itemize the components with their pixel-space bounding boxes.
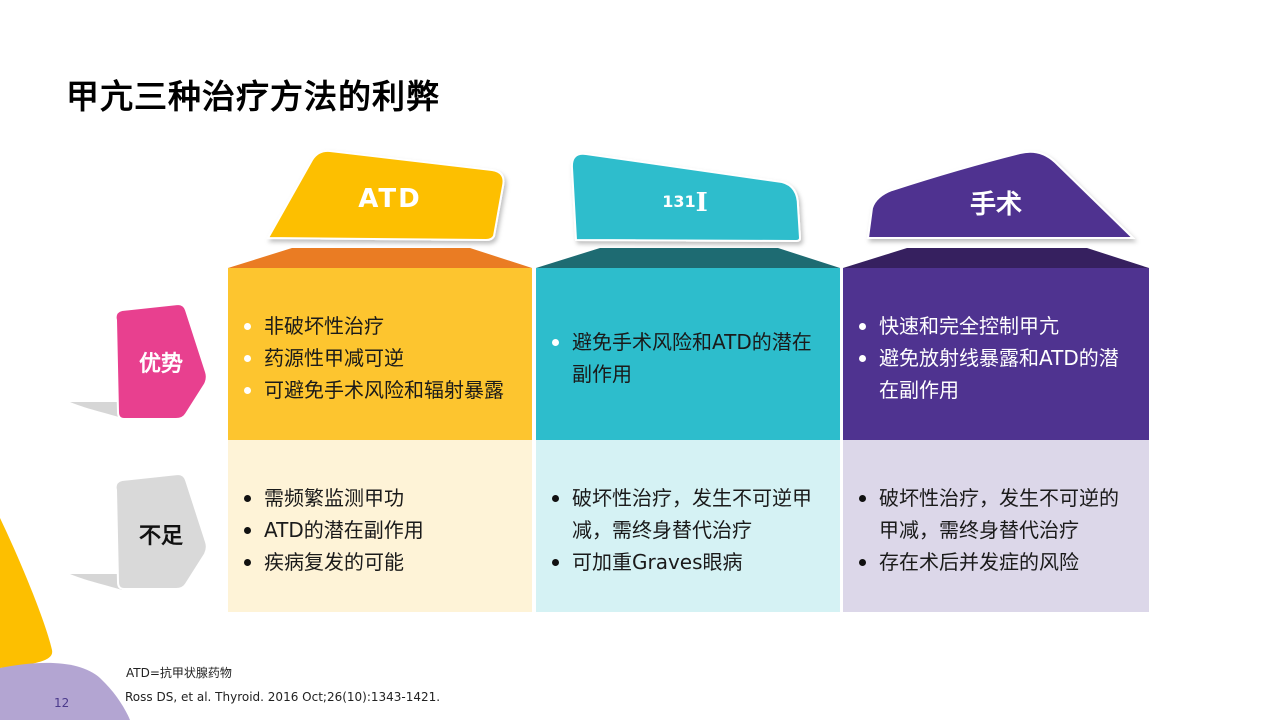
list-item: 疾病复发的可能	[242, 546, 518, 578]
list-item: 快速和完全控制甲亢	[857, 310, 1135, 342]
list-item: 可加重Graves眼病	[550, 546, 826, 578]
surgery-disadvantages-list: 破坏性治疗，发生不可逆的甲减，需终身替代治疗 存在术后并发症的风险	[857, 482, 1135, 578]
list-item: 需频繁监测甲功	[242, 482, 518, 514]
list-item: 避免放射线暴露和ATD的潜在副作用	[857, 342, 1135, 406]
slide-title: 甲亢三种治疗方法的利弊	[66, 77, 440, 116]
atd-advantages-cell: 非破坏性治疗 药源性甲减可逆 可避免手术风险和辐射暴露	[228, 268, 532, 440]
131i-advantages-list: 避免手术风险和ATD的潜在副作用	[550, 326, 826, 390]
column-header-surgery: 手术	[969, 190, 1022, 220]
page-number: 12	[54, 696, 70, 710]
atd-disadvantages-list: 需频繁监测甲功 ATD的潜在副作用 疾病复发的可能	[242, 482, 518, 578]
list-item: 破坏性治疗，发生不可逆甲减，需终身替代治疗	[550, 482, 826, 546]
iodine-symbol: I	[695, 188, 708, 218]
column-header-atd: ATD	[358, 184, 422, 214]
column-header-131i: 131I	[630, 188, 740, 218]
atd-advantages-list: 非破坏性治疗 药源性甲减可逆 可避免手术风险和辐射暴露	[242, 310, 518, 406]
list-item: 可避免手术风险和辐射暴露	[242, 374, 518, 406]
reference-citation: Ross DS, et al. Thyroid. 2016 Oct;26(10)…	[125, 690, 441, 704]
surgery-advantages-cell: 快速和完全控制甲亢 避免放射线暴露和ATD的潜在副作用	[843, 268, 1149, 440]
atd-disadvantages-cell: 需频繁监测甲功 ATD的潜在副作用 疾病复发的可能	[228, 440, 532, 612]
row-label-advantages: 优势	[138, 352, 183, 377]
list-item: ATD的潜在副作用	[242, 514, 518, 546]
row-label-disadvantages: 不足	[138, 524, 183, 549]
list-item: 非破坏性治疗	[242, 310, 518, 342]
abbreviation-footnote: ATD=抗甲状腺药物	[126, 666, 232, 680]
131i-disadvantages-list: 破坏性治疗，发生不可逆甲减，需终身替代治疗 可加重Graves眼病	[550, 482, 826, 578]
list-item: 药源性甲减可逆	[242, 342, 518, 374]
list-item: 存在术后并发症的风险	[857, 546, 1135, 578]
surgery-advantages-list: 快速和完全控制甲亢 避免放射线暴露和ATD的潜在副作用	[857, 310, 1135, 406]
list-item: 破坏性治疗，发生不可逆的甲减，需终身替代治疗	[857, 482, 1135, 546]
list-item: 避免手术风险和ATD的潜在副作用	[550, 326, 826, 390]
131i-advantages-cell: 避免手术风险和ATD的潜在副作用	[536, 268, 840, 440]
surgery-disadvantages-cell: 破坏性治疗，发生不可逆的甲减，需终身替代治疗 存在术后并发症的风险	[843, 440, 1149, 612]
131i-disadvantages-cell: 破坏性治疗，发生不可逆甲减，需终身替代治疗 可加重Graves眼病	[536, 440, 840, 612]
isotope-mass-number: 131	[662, 192, 696, 211]
